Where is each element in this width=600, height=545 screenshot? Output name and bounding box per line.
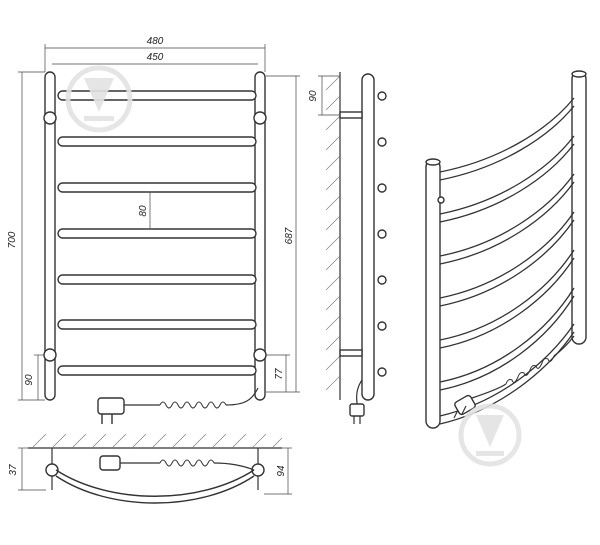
top-wall-hatching <box>31 433 283 449</box>
side-bracket-bottom <box>339 349 363 357</box>
mount-bottom-right <box>253 348 267 362</box>
dim-overall-width: 480 <box>147 36 164 47</box>
isometric-view <box>425 70 587 429</box>
dim-wall-offset: 37 <box>8 464 19 476</box>
wall-hatching <box>325 75 341 391</box>
left-post <box>44 71 56 401</box>
dim-bar-spacing: 80 <box>138 205 149 217</box>
side-bar-ends <box>377 91 387 377</box>
iso-mount <box>437 196 445 204</box>
horizontal-bars <box>57 90 257 376</box>
iso-curved-bars <box>439 97 575 425</box>
dim-rail-height: 687 <box>284 227 295 244</box>
dim-depth: 94 <box>276 465 287 477</box>
side-post <box>361 73 375 401</box>
front-view: 480 450 700 90 687 77 80 <box>7 36 300 424</box>
side-view: 90 <box>308 72 387 424</box>
iso-right-post <box>571 71 587 345</box>
plug-icon <box>97 397 160 424</box>
side-bracket-top <box>339 111 363 119</box>
dim-bottom-bar-offset: 77 <box>274 368 285 380</box>
spiral-cable-icon <box>159 387 259 409</box>
dim-bottom-mount: 90 <box>24 374 35 386</box>
dim-top-mount: 90 <box>308 90 319 102</box>
iso-plug-icon <box>453 383 507 419</box>
mount-top-left <box>43 111 57 125</box>
dim-rail-width: 450 <box>147 52 164 63</box>
mount-top-right <box>253 111 267 125</box>
mount-bottom-left <box>43 348 57 362</box>
dim-overall-height: 700 <box>7 231 18 248</box>
watermark-logo-icon <box>458 403 522 467</box>
iso-spiral-cable-icon <box>505 335 575 385</box>
top-view: 37 94 <box>8 433 292 504</box>
side-plug-icon <box>349 379 365 424</box>
top-plug-icon <box>99 455 255 471</box>
watermark-logo-icon <box>65 65 133 133</box>
